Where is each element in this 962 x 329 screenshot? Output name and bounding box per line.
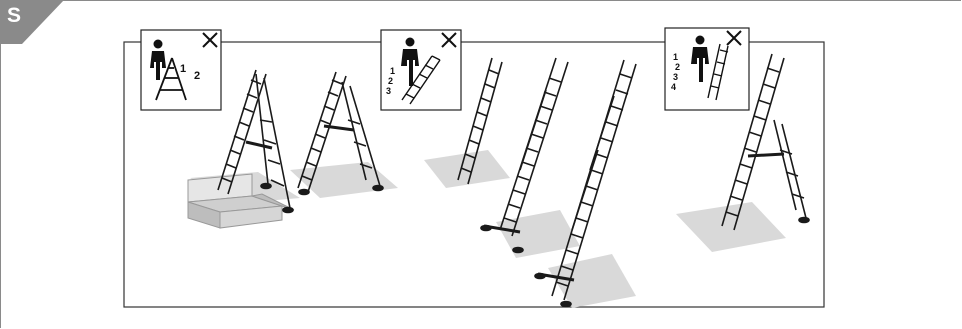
illustration-frame — [123, 41, 825, 308]
section-label: S — [7, 4, 22, 27]
ladder-2-a-frame — [297, 71, 384, 196]
panel-a-frame-standing: 1 2 — [140, 29, 222, 111]
panel-1-number-2: 2 — [194, 70, 200, 82]
ladder-3-leaning-single — [457, 57, 503, 185]
panel-2-number-3: 3 — [386, 86, 391, 96]
ladder-1-a-frame-on-stairs — [217, 69, 294, 214]
prohibited-x-icon — [202, 32, 218, 48]
panel-3-number-3: 3 — [673, 72, 678, 82]
panel-2-number-2: 2 — [388, 76, 393, 86]
panel-2-number-1: 1 — [390, 66, 395, 76]
ladder-icon — [155, 57, 187, 101]
ladder-6-combination-a-frame — [721, 53, 810, 231]
person-icon — [150, 39, 166, 80]
panel-1-number-1: 1 — [180, 63, 186, 75]
panel-3-number-1: 1 — [673, 52, 678, 62]
panel-platform-standing: 1 2 3 — [380, 29, 462, 111]
prohibited-x-icon — [441, 32, 457, 48]
person-icon — [401, 37, 419, 86]
section-tab — [0, 0, 64, 44]
prohibited-x-icon — [726, 30, 742, 46]
person-icon — [691, 35, 709, 82]
ladder-icon — [707, 43, 729, 101]
panel-lean-standing: 1 2 3 4 — [664, 27, 750, 111]
ladder-5-extension-three-section — [534, 59, 637, 308]
panel-3-number-4: 4 — [671, 82, 676, 92]
ladder-icon — [401, 55, 441, 105]
stair-step — [187, 173, 295, 229]
ladder-4-extension-two-section — [480, 57, 569, 254]
panel-3-number-2: 2 — [675, 62, 680, 72]
